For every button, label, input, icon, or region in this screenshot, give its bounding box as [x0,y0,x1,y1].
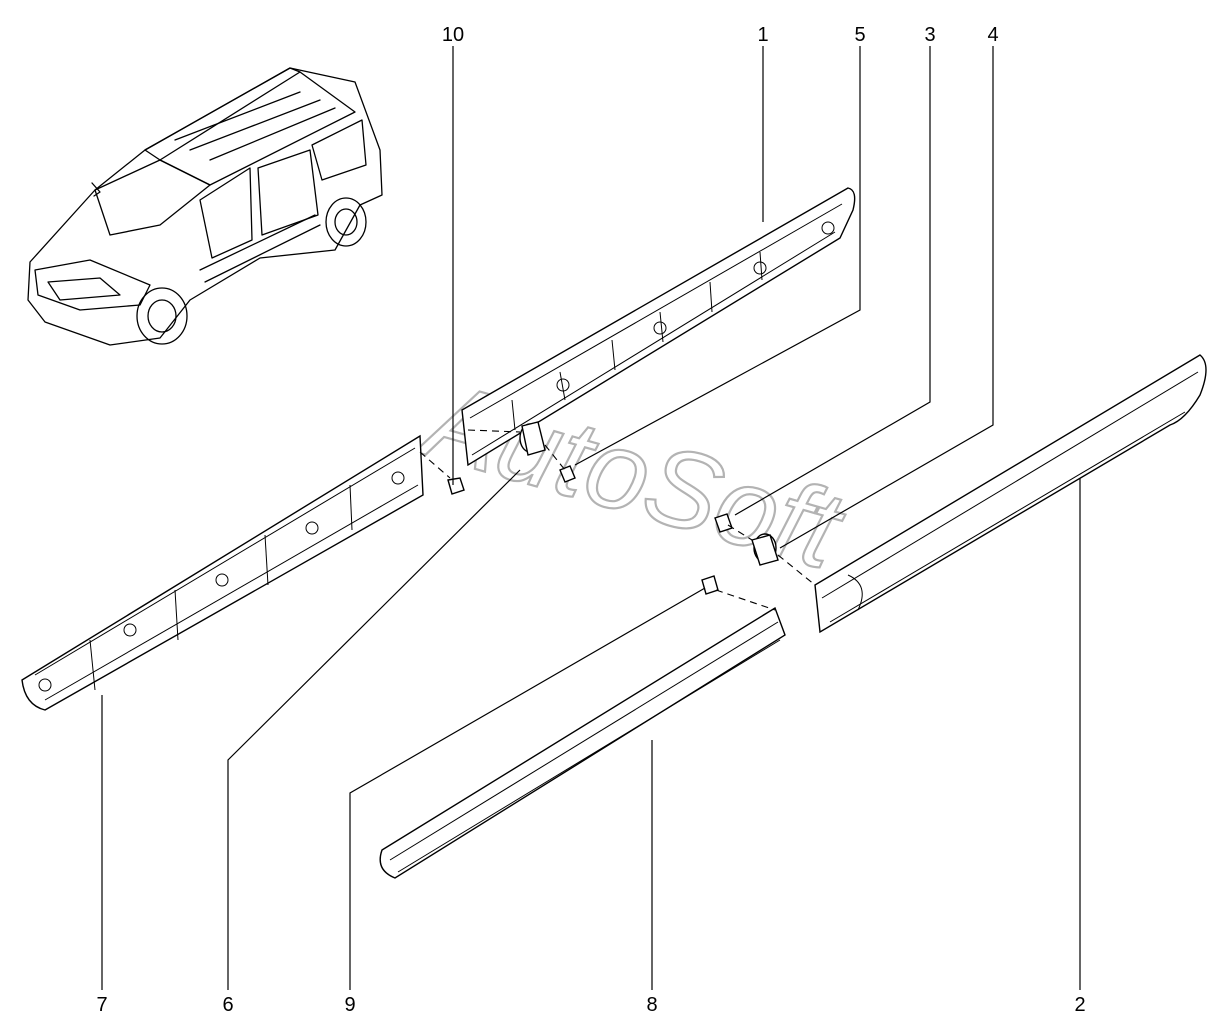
fastener-screw-5 [559,465,576,483]
fastener-clip-6 [519,421,546,456]
fastener-screw-9 [701,575,719,595]
fastener-screw-10 [447,477,465,495]
part-7-door-molding-lower [21,434,424,711]
callout-5: 5 [854,24,865,46]
callout-6: 6 [222,994,233,1016]
part-8-front-molding [379,606,786,879]
assembly-lines [419,429,816,611]
callout-8: 8 [646,994,657,1016]
fastener-clip-4 [751,533,779,566]
callout-7: 7 [96,994,107,1016]
callout-10: 10 [442,24,464,46]
callout-1: 1 [757,24,768,46]
leader-lines [101,46,1081,990]
callout-2: 2 [1074,994,1085,1016]
callout-9: 9 [344,994,355,1016]
part-2-rear-molding [814,354,1207,634]
vehicle-illustration [27,67,383,346]
watermark-text: AutoSoft [408,356,858,593]
callout-3: 3 [924,24,935,46]
callout-4: 4 [987,24,998,46]
part-1-door-molding-upper [461,187,856,467]
